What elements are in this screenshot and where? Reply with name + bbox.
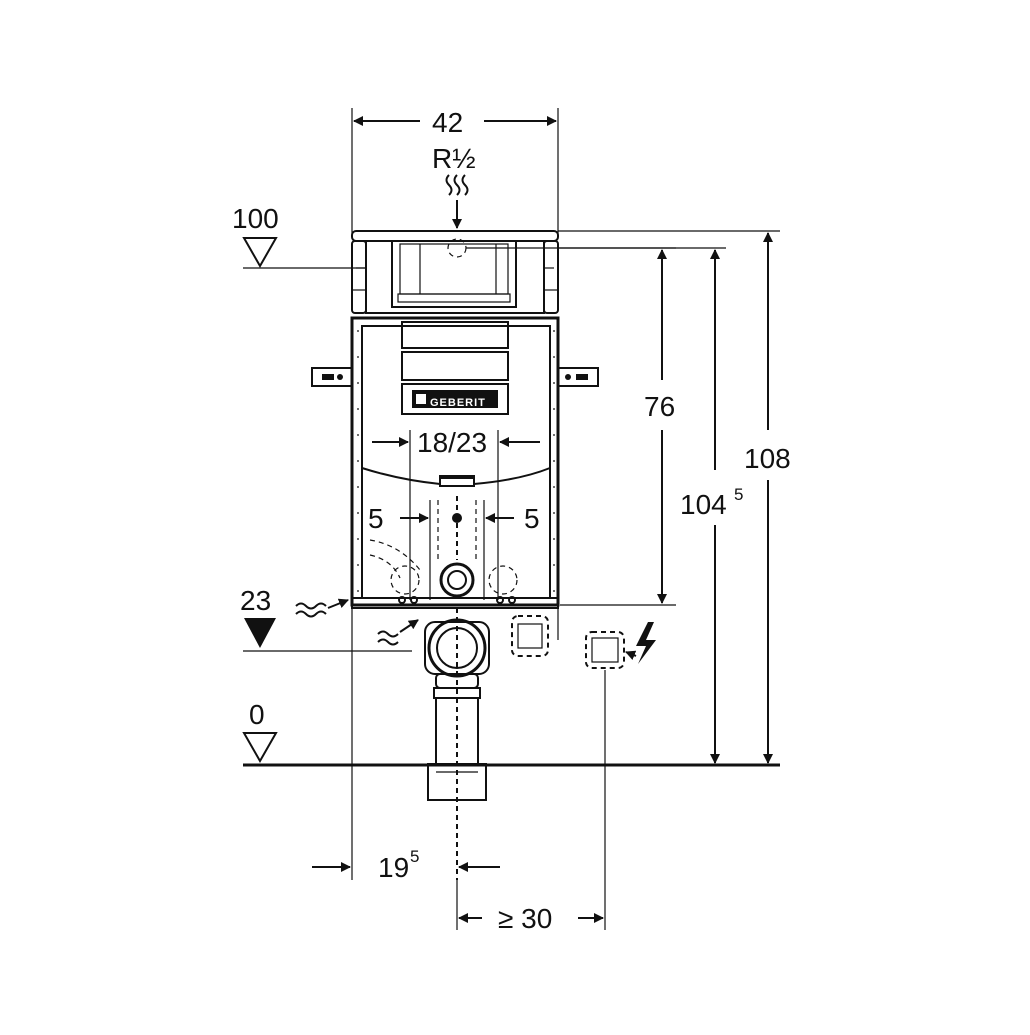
level-100-label: 100 [232,203,279,234]
drain-offset-superscript: 5 [410,847,419,866]
drain-pipe [351,608,490,880]
drain-offset-label: 19 [378,852,409,883]
brand-logo-plate [412,390,498,408]
drain-elbow [427,618,487,678]
supply-connection-label: R½ [432,143,476,174]
front-water-inlet [377,619,419,646]
height-dimension-108: 108 [558,230,791,764]
drain-offset-dimension: 19 5 [312,847,500,883]
mounting-lug-left [311,367,353,387]
drain-outlet-upper [439,562,475,598]
offset-right-label: 5 [524,503,540,534]
height-76-label: 76 [644,391,675,422]
height-dimension-104-5: 104 5 [558,247,743,764]
wavy-water-icon [377,630,399,646]
actuation-width-dimension: 18/23 [372,427,540,600]
height-dimension-76: 76 [560,249,676,606]
lightning-bolt-icon [636,622,656,664]
height-104-superscript: 5 [734,485,743,504]
level-0-label: 0 [249,699,265,730]
height-108-label: 108 [744,443,791,474]
min-distance-label: ≥ 30 [498,903,552,934]
offset-dimensions: 5 5 [368,496,540,600]
side-water-inlet [295,598,349,618]
top-width-label: 42 [432,107,463,138]
min-distance-dimension: ≥ 30 [456,880,604,934]
offset-left-label: 5 [368,503,384,534]
level-marker-23: 23 [240,585,412,652]
brand-logo-text: GEBERIT [430,397,486,409]
actuation-width-label: 18/23 [417,427,487,458]
level-23-label: 23 [240,585,271,616]
wavy-water-icon [295,602,327,618]
electrical-box-small [511,608,559,657]
level-marker-0: 0 [242,699,278,764]
wavy-water-icon [445,174,469,196]
height-104-label: 104 [680,489,727,520]
level-marker-100: 100 [232,203,365,269]
water-supply-connection: R½ [432,143,476,229]
width-dimension-42: 42 [351,107,559,235]
mounting-lug-right [557,367,599,387]
electrical-box-main [585,622,656,930]
cistern-frame: GEBERIT [311,230,676,609]
